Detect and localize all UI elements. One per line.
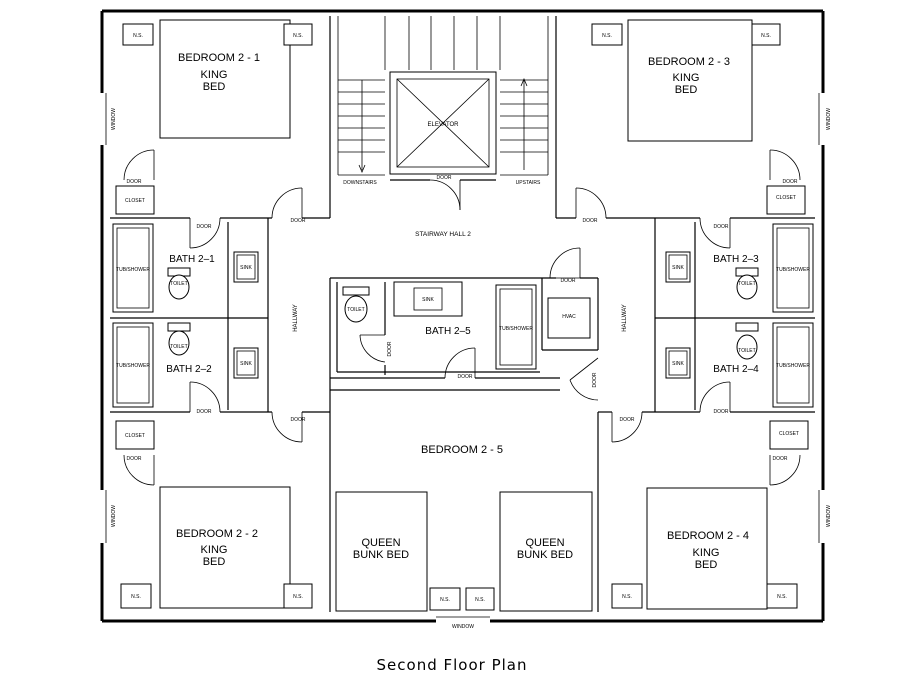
door-label: DOOR	[291, 417, 306, 423]
interior-walls	[110, 16, 815, 612]
upstairs-label: UPSTAIRS	[516, 180, 541, 186]
window-label: WINDOW	[826, 108, 832, 130]
sink-label: SINK	[240, 361, 252, 367]
window-label: WINDOW	[826, 505, 832, 527]
nightstand-label: N.S.	[622, 594, 632, 600]
door-label: DOOR	[773, 456, 788, 462]
tub-shower-label: TUB/SHOWER	[776, 363, 810, 369]
nightstand-label: N.S.	[293, 33, 303, 39]
bedroom-2-5-name: BEDROOM 2 - 5	[421, 444, 503, 456]
nightstand-label: N.S.	[440, 597, 450, 603]
toilet-label: TOILET	[170, 281, 187, 287]
stairs	[337, 16, 549, 176]
tub-shower-label: TUB/SHOWER	[116, 363, 150, 369]
door-label: DOOR	[583, 218, 598, 224]
door-label: DOOR	[458, 374, 473, 380]
sink-label: SINK	[240, 265, 252, 271]
closet-label: CLOSET	[125, 198, 145, 204]
exterior-walls	[100, 9, 825, 623]
door-label: DOOR	[127, 456, 142, 462]
door-label: DOOR	[561, 278, 576, 284]
bunk-right-line2: BUNK BED	[517, 549, 573, 561]
bedroom-2-1-name: BEDROOM 2 - 1	[178, 52, 260, 64]
bath-2-3-name: BATH 2–3	[713, 254, 759, 265]
bedroom-2-4-bed-line2: BED	[695, 559, 718, 571]
hallway-label-left: HALLWAY	[293, 304, 299, 332]
closet-label: CLOSET	[776, 195, 796, 201]
door-label: DOOR	[387, 341, 393, 356]
bedroom-2-3-name: BEDROOM 2 - 3	[648, 56, 730, 68]
nightstand-label: N.S.	[131, 594, 141, 600]
sink-label: SINK	[672, 361, 684, 367]
bedroom-2-4-bed-line1: KING	[693, 547, 720, 559]
closet-label: CLOSET	[125, 433, 145, 439]
toilet-label: TOILET	[347, 307, 364, 313]
bath-2-1-name: BATH 2–1	[169, 254, 215, 265]
bath-2-4-name: BATH 2–4	[713, 364, 759, 375]
door-label: DOOR	[620, 417, 635, 423]
tub-shower-label: TUB/SHOWER	[499, 326, 533, 332]
door-label: DOOR	[592, 372, 598, 387]
nightstand-label: N.S.	[293, 594, 303, 600]
tub-shower-label: TUB/SHOWER	[116, 267, 150, 273]
window-label: WINDOW	[111, 505, 117, 527]
bunk-right-line1: QUEEN	[525, 537, 564, 549]
nightstand-label: N.S.	[761, 33, 771, 39]
bedroom-2-4-name: BEDROOM 2 - 4	[667, 530, 749, 542]
door-label: DOOR	[291, 218, 306, 224]
stairway-hall-label: STAIRWAY HALL 2	[415, 231, 471, 238]
window-label: WINDOW	[452, 624, 474, 630]
bedroom-2-1-bed-line1: KING	[201, 69, 228, 81]
beds	[159, 19, 768, 612]
door-label: DOOR	[197, 224, 212, 230]
toilet-label: TOILET	[170, 344, 187, 350]
nightstand-label: N.S.	[602, 33, 612, 39]
nightstands	[120, 23, 798, 611]
door-label: DOOR	[714, 409, 729, 415]
door-label: DOOR	[714, 224, 729, 230]
bunk-left-line1: QUEEN	[361, 537, 400, 549]
nightstand-label: N.S.	[475, 597, 485, 603]
bedroom-2-2-bed-line1: KING	[201, 544, 228, 556]
doors	[123, 149, 801, 486]
bunk-left-line2: BUNK BED	[353, 549, 409, 561]
elevator	[389, 71, 497, 211]
toilets	[167, 267, 759, 360]
bedroom-2-2-name: BEDROOM 2 - 2	[176, 528, 258, 540]
nightstand-label: N.S.	[133, 33, 143, 39]
hallway-label-right: HALLWAY	[622, 304, 628, 332]
hvac-label: HVAC	[562, 314, 576, 320]
door-label: DOOR	[197, 409, 212, 415]
sinks	[233, 251, 691, 379]
tub-shower-label: TUB/SHOWER	[776, 267, 810, 273]
bedroom-2-3-bed-line2: BED	[675, 84, 698, 96]
bedroom-2-2-bed-line2: BED	[203, 556, 226, 568]
closets	[115, 185, 809, 450]
hvac-unit	[547, 297, 591, 339]
door-label: DOOR	[783, 179, 798, 185]
sink-label: SINK	[672, 265, 684, 271]
elevator-label: ELEVATOR	[427, 122, 459, 128]
toilet-label: TOILET	[738, 281, 755, 287]
closet-label: CLOSET	[779, 431, 799, 437]
sink-label: SINK	[422, 297, 434, 303]
bath-2-5-name: BATH 2–5	[425, 326, 471, 337]
bedroom-2-1-bed-line2: BED	[203, 81, 226, 93]
nightstand-label: N.S.	[777, 594, 787, 600]
bath-2-2-name: BATH 2–2	[166, 364, 212, 375]
door-label: DOOR	[127, 179, 142, 185]
downstairs-label: DOWNSTAIRS	[343, 180, 377, 186]
plan-title: Second Floor Plan	[377, 656, 528, 674]
window-label: WINDOW	[111, 108, 117, 130]
door-label: DOOR	[437, 175, 452, 181]
toilet-label: TOILET	[738, 348, 755, 354]
tubs	[112, 223, 814, 408]
bedroom-2-3-bed-line1: KING	[673, 72, 700, 84]
